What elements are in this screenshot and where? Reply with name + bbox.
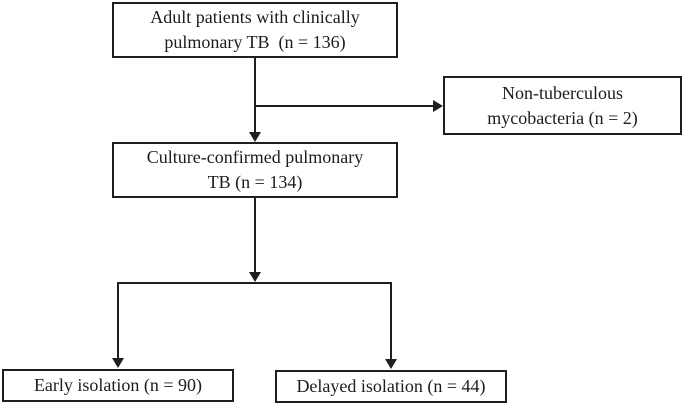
box-delayed-isolation-line1: Delayed isolation (n = 44): [296, 376, 486, 396]
box-non-tuberculous-line1: Non-tuberculous: [502, 82, 623, 103]
arrowhead-into-culture-icon: [249, 132, 261, 142]
box-early-isolation: Early isolation (n = 90): [2, 369, 234, 402]
connector-branch-to-ntm: [254, 105, 433, 107]
arrowhead-into-early-icon: [112, 358, 124, 368]
box-adult-patients: Adult patients with clinically pulmonary…: [112, 2, 398, 58]
box-adult-patients-line2: pulmonary TB (n = 136): [164, 32, 346, 52]
box-non-tuberculous-line2: mycobacteria (n = 2): [487, 107, 638, 128]
connector-split-to-delayed: [390, 282, 392, 359]
box-culture-confirmed-line1: Culture-confirmed pulmonary: [146, 147, 364, 167]
arrowhead-into-delayed-icon: [385, 359, 397, 369]
connector-top-to-culture: [254, 58, 256, 134]
connector-culture-to-split: [254, 198, 256, 273]
box-culture-confirmed-line2: TB (n = 134): [207, 172, 303, 192]
connector-split-to-early: [117, 282, 119, 359]
arrowhead-into-split-icon: [249, 272, 261, 282]
box-delayed-isolation: Delayed isolation (n = 44): [275, 370, 507, 403]
arrowhead-into-ntm-icon: [433, 100, 443, 112]
connector-split-bar: [117, 282, 392, 284]
box-early-isolation-line1: Early isolation (n = 90): [33, 375, 203, 395]
box-adult-patients-line1: Adult patients with clinically: [150, 7, 360, 27]
box-culture-confirmed: Culture-confirmed pulmonary TB (n = 134): [112, 142, 398, 198]
box-non-tuberculous: Non-tuberculous mycobacteria (n = 2): [443, 76, 682, 135]
